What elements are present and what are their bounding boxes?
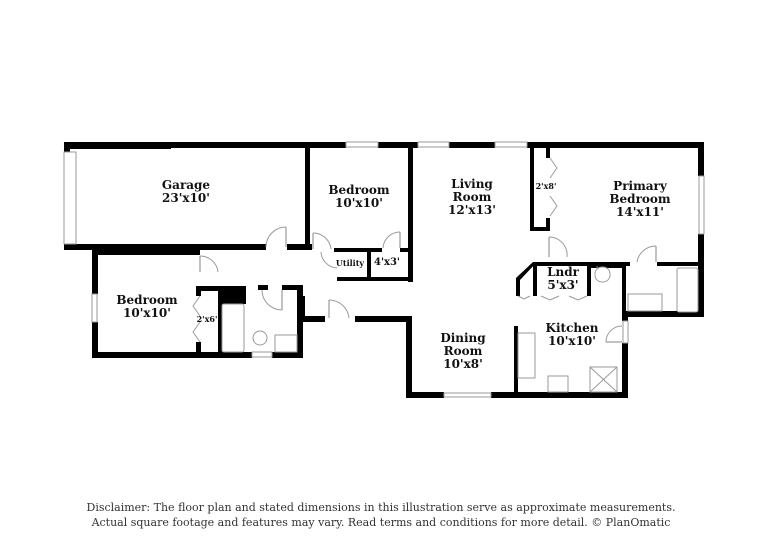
doors [192,157,657,343]
room-closet-4x3: 4'x3' [374,257,400,268]
room-name: Dining Room [440,331,486,359]
room-name: Kitchen [545,321,599,335]
stove-icon [547,375,569,393]
room-dimensions: 23'x10' [162,191,210,206]
room-name: Utility [335,258,365,268]
room-dimensions: 10'x10' [123,306,171,321]
room-name: 4'x3' [373,257,401,268]
room-name: Living Room [451,177,493,205]
room-closet-2x6: 2'x6' [197,315,218,324]
room-bedroom-3: Bedroom 10'x10' [116,293,178,321]
room-dimensions: 10'x8' [443,357,483,372]
room-closet-2x8: 2'x8' [536,182,557,191]
disclaimer-line-2: Actual square footage and features may v… [91,516,671,529]
sink-icon [627,293,663,312]
exterior-walls [64,142,704,398]
disclaimer: Disclaimer: The floor plan and stated di… [0,500,762,530]
room-name: Bedroom [328,183,390,197]
fixtures [221,266,699,393]
room-dimensions: 10'x10' [548,334,596,349]
interior-walls [92,142,704,396]
room-dimensions: 14'x11' [616,205,664,220]
room-laundry: Lndr 5'x3' [547,265,579,293]
toilet-icon [594,266,611,283]
room-name: Bedroom [116,293,178,307]
room-name: 2'x8' [535,181,557,191]
windows [63,141,705,398]
room-kitchen: Kitchen 10'x10' [545,321,599,349]
room-dining-room: Dining Room 10'x8' [440,331,486,372]
room-bedroom-2: Bedroom 10'x10' [328,183,390,211]
counter [517,332,536,379]
sink-icon [274,334,298,353]
bathtub-icon [221,303,245,353]
bathtub-icon [676,267,699,313]
room-garage: Garage 23'x10' [161,178,211,206]
room-primary-bedroom: Primary Bedroom 14'x11' [609,179,671,220]
room-utility: Utility [336,259,364,268]
room-dimensions: 5'x3' [547,278,579,293]
toilet-icon [252,330,268,346]
room-living-room: Living Room 12'x13' [448,177,496,218]
room-dimensions: 10'x10' [335,196,383,211]
room-dimensions: 12'x13' [448,203,496,218]
disclaimer-line-1: Disclaimer: The floor plan and stated di… [86,501,676,514]
room-name: Lndr [547,265,579,279]
room-name: Garage [161,178,211,192]
room-name: 2'x6' [196,314,218,324]
room-name: Primary Bedroom [609,179,671,207]
